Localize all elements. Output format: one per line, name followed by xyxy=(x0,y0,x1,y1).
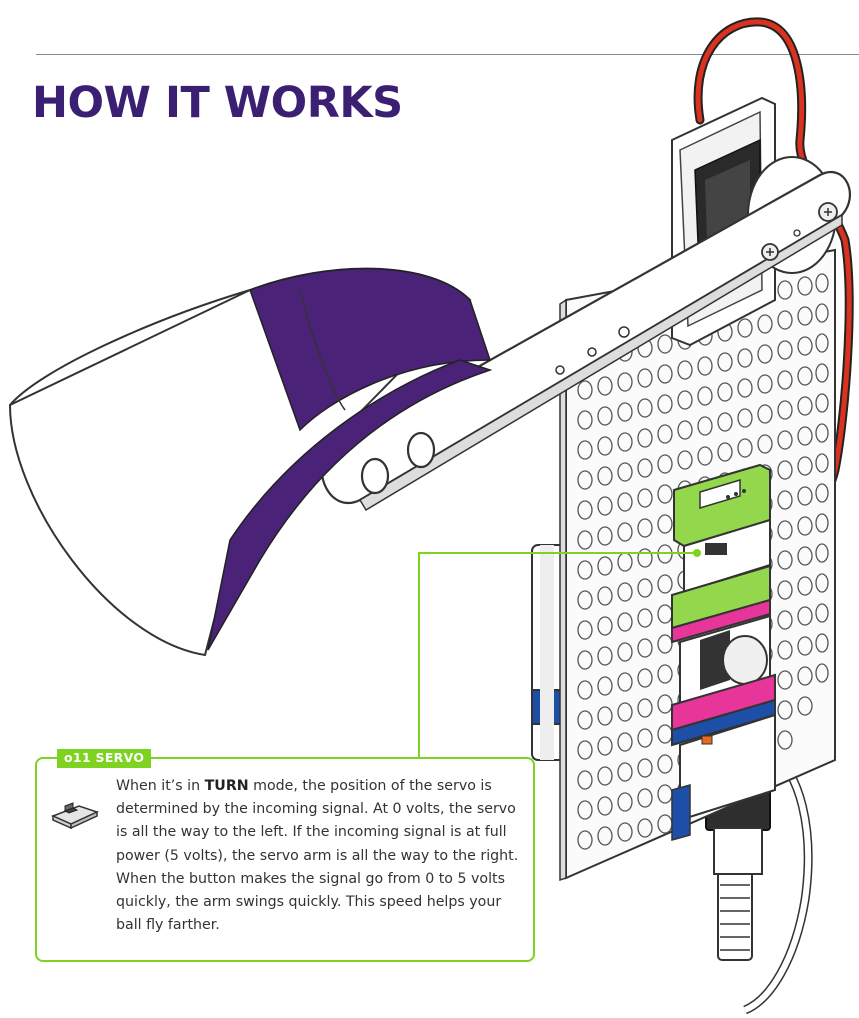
callout-text-before: When it’s in xyxy=(116,778,205,794)
switch-icon xyxy=(49,798,101,830)
callout-text-after: mode, the position of the servo is deter… xyxy=(116,778,518,933)
littlebits-modules xyxy=(672,465,775,840)
callout-tag: o11 SERVO xyxy=(57,749,151,768)
callout-text: When it’s in TURN mode, the position of … xyxy=(116,775,526,937)
turn-mode-label: TURN xyxy=(205,778,249,794)
